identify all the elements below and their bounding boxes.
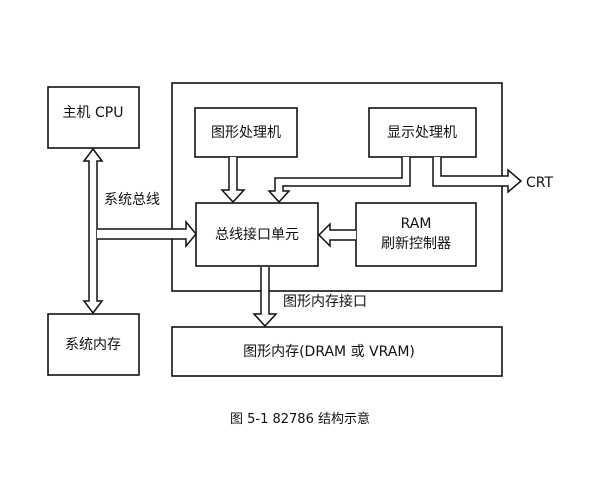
ram-refresh-label-2: 刷新控制器: [381, 236, 451, 252]
crt-label: CRT: [526, 175, 553, 191]
bus-interface-label: 总线接口单元: [215, 226, 299, 243]
system-bus-label: 系统总线: [104, 192, 160, 208]
memory-interface-arrow: [252, 267, 278, 328]
system-bus-arrow: [82, 147, 104, 315]
graphics-processor-label: 图形处理机: [211, 125, 281, 141]
cpu-label: 主机 CPU: [63, 105, 124, 121]
cpu-block: [47, 86, 140, 149]
display-processor-block: [368, 107, 477, 158]
display-processor-label: 显示处理机: [387, 125, 457, 141]
graphics-memory-block: [171, 326, 503, 377]
ram-refresh-block: [355, 202, 477, 267]
chip-boundary: [171, 82, 503, 292]
graphics-processor-block: [194, 107, 298, 158]
ram-refresh-label-1: RAM: [401, 216, 432, 232]
graphics-processor-arrow: [220, 157, 246, 204]
graphics-memory-interface-label: 图形内存接口: [283, 293, 367, 310]
graphics-memory-label: 图形内存(DRAM 或 VRAM): [243, 344, 415, 360]
system-memory-block: [47, 313, 140, 376]
refresh-arrow: [317, 222, 356, 248]
bus-to-interface-arrow: [97, 219, 197, 249]
figure-caption: 图 5-1 82786 结构示意: [230, 411, 370, 427]
display-to-interface-arrow: [267, 157, 411, 204]
system-memory-label: 系统内存: [65, 337, 121, 353]
crt-arrow: [432, 157, 523, 194]
